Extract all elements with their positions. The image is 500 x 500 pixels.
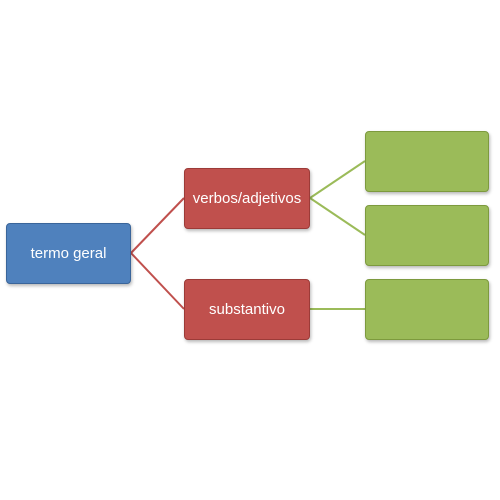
node-verbos-adjetivos[interactable]: verbos/adjetivos bbox=[184, 168, 310, 229]
connector-verbos-to-leaf-2 bbox=[309, 197, 366, 236]
connector-verbos-to-leaf-1 bbox=[309, 160, 366, 199]
node-termo-geral[interactable]: termo geral bbox=[6, 223, 131, 284]
node-verbos-adjetivos-label: verbos/adjetivos bbox=[192, 190, 302, 207]
leaf-node-2[interactable] bbox=[365, 205, 489, 266]
connector-root-to-verbos bbox=[130, 197, 185, 254]
leaf-node-1[interactable] bbox=[365, 131, 489, 192]
node-substantivo[interactable]: substantivo bbox=[184, 279, 310, 340]
leaf-node-3[interactable] bbox=[365, 279, 489, 340]
connector-root-to-substantivo bbox=[130, 252, 185, 310]
node-substantivo-label: substantivo bbox=[209, 301, 285, 318]
node-termo-geral-label: termo geral bbox=[30, 245, 107, 262]
